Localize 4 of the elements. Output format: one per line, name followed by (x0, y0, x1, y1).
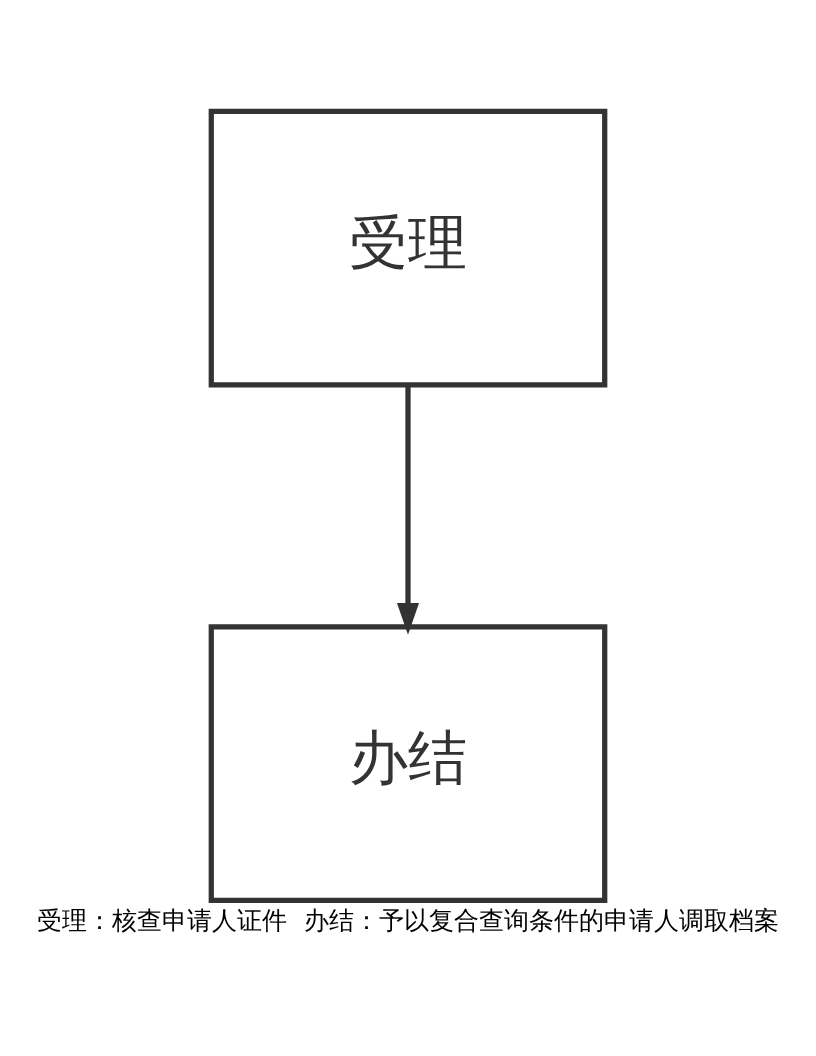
arrow (396, 385, 420, 635)
caption: 受理：核查申请人证件 办结：予以复合查询条件的申请人调取档案 (37, 906, 779, 936)
node-box: 受理 (208, 108, 608, 388)
node-box: 办结 (208, 624, 608, 904)
